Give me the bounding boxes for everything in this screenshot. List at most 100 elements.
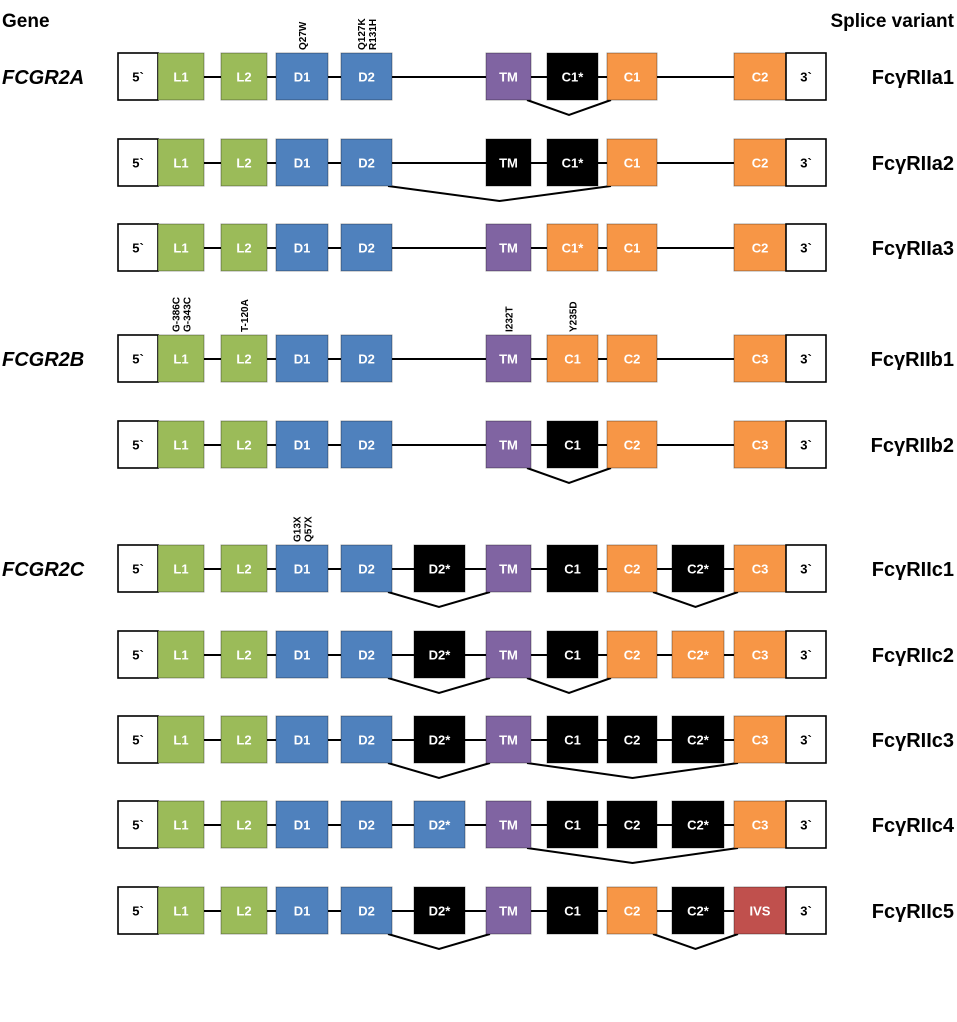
exon-box xyxy=(546,334,599,383)
exon-label: D2* xyxy=(429,562,452,577)
exon-c2: C2 xyxy=(606,800,658,849)
exon-box xyxy=(733,223,787,272)
exon-label: 5` xyxy=(132,904,144,919)
exon-box xyxy=(275,334,329,383)
exon-label: L1 xyxy=(173,70,188,85)
exon-label: C2 xyxy=(624,438,641,453)
exon-l2: L2 xyxy=(220,52,268,101)
exon-label: C2 xyxy=(624,904,641,919)
exon-label: L2 xyxy=(236,241,251,256)
exon-c2: C2 xyxy=(606,715,658,764)
splice-junction-tm-to-c3 xyxy=(526,847,739,865)
exon-box xyxy=(117,886,159,935)
exon-box xyxy=(546,52,599,101)
exon-box xyxy=(485,334,532,383)
exon-label: TM xyxy=(499,733,518,748)
exon-label: D1 xyxy=(294,352,311,367)
exon-c2-star: C2* xyxy=(671,886,725,935)
exon-label: D1 xyxy=(294,648,311,663)
exon-label: D2 xyxy=(358,904,375,919)
exon-box xyxy=(340,715,393,764)
exon-label: C3 xyxy=(752,562,769,577)
exon-box xyxy=(671,886,725,935)
exon-l1: L1 xyxy=(157,800,205,849)
exon-box xyxy=(671,715,725,764)
exon-box xyxy=(275,630,329,679)
exon-box xyxy=(157,800,205,849)
exon-c2-star: C2* xyxy=(671,630,725,679)
exon-label: C2* xyxy=(687,818,710,833)
exon-box xyxy=(340,420,393,469)
exon-box xyxy=(220,544,268,593)
exon-box xyxy=(733,886,787,935)
exon-label: D2 xyxy=(358,156,375,171)
gene-label-fcgr2b: FCGR2B xyxy=(2,349,84,371)
exon-box xyxy=(733,420,787,469)
exon-box xyxy=(413,886,466,935)
splice-junction-tm-to-c2 xyxy=(526,677,612,695)
exon-d1: D1 xyxy=(275,52,329,101)
exon-3: 3` xyxy=(785,630,827,679)
exon-label: C2 xyxy=(624,562,641,577)
exon-label: 3` xyxy=(800,904,812,919)
exon-d2: D2 xyxy=(340,334,393,383)
exon-box xyxy=(606,52,658,101)
exon-label: D1 xyxy=(294,70,311,85)
exon-label: 5` xyxy=(132,241,144,256)
exon-box xyxy=(157,420,205,469)
exon-box xyxy=(546,544,599,593)
exon-label: C1* xyxy=(562,156,585,171)
exon-label: IVS xyxy=(750,904,771,919)
exon-5: 5` xyxy=(117,420,159,469)
splice-junction-d2-to-c1 xyxy=(387,185,612,203)
exon-d2: D2 xyxy=(340,223,393,272)
exon-tm: TM xyxy=(485,544,532,593)
exon-l1: L1 xyxy=(157,138,205,187)
exon-c1: C1 xyxy=(546,420,599,469)
splice-variant-label: FcγRIIc5 xyxy=(872,901,954,923)
exon-label: L1 xyxy=(173,904,188,919)
exon-box xyxy=(117,223,159,272)
exon-d2: D2 xyxy=(340,715,393,764)
exon-label: L2 xyxy=(236,352,251,367)
splice-variant-label: FcγRIIc2 xyxy=(872,645,954,667)
exon-label: D1 xyxy=(294,904,311,919)
exon-3: 3` xyxy=(785,420,827,469)
exon-l2: L2 xyxy=(220,800,268,849)
exon-label: C2 xyxy=(624,648,641,663)
exon-box xyxy=(220,630,268,679)
exon-l2: L2 xyxy=(220,886,268,935)
exon-label: D2 xyxy=(358,241,375,256)
exon-label: D2* xyxy=(429,648,452,663)
exon-label: C1 xyxy=(564,648,581,663)
exon-c1: C1 xyxy=(546,630,599,679)
exon-5: 5` xyxy=(117,544,159,593)
exon-box xyxy=(157,886,205,935)
exon-3: 3` xyxy=(785,223,827,272)
exon-c3: C3 xyxy=(733,420,787,469)
splice-junction-d2-to-tm xyxy=(387,933,491,951)
exon-box xyxy=(275,52,329,101)
mutation-label: Y235D xyxy=(569,301,580,332)
exon-box xyxy=(785,715,827,764)
splice-variant-label: FcγRIIb1 xyxy=(871,349,954,371)
exon-box xyxy=(340,544,393,593)
exon-label: 3` xyxy=(800,438,812,453)
exon-c2: C2 xyxy=(733,223,787,272)
exon-box xyxy=(275,800,329,849)
exon-label: C1 xyxy=(624,156,641,171)
splice-junction-d2-to-tm xyxy=(387,762,491,780)
exon-c2-star: C2* xyxy=(671,544,725,593)
exon-label: 3` xyxy=(800,241,812,256)
exon-5: 5` xyxy=(117,334,159,383)
exon-label: TM xyxy=(499,241,518,256)
exon-label: D1 xyxy=(294,241,311,256)
exon-label: C1 xyxy=(564,352,581,367)
exon-box xyxy=(413,544,466,593)
